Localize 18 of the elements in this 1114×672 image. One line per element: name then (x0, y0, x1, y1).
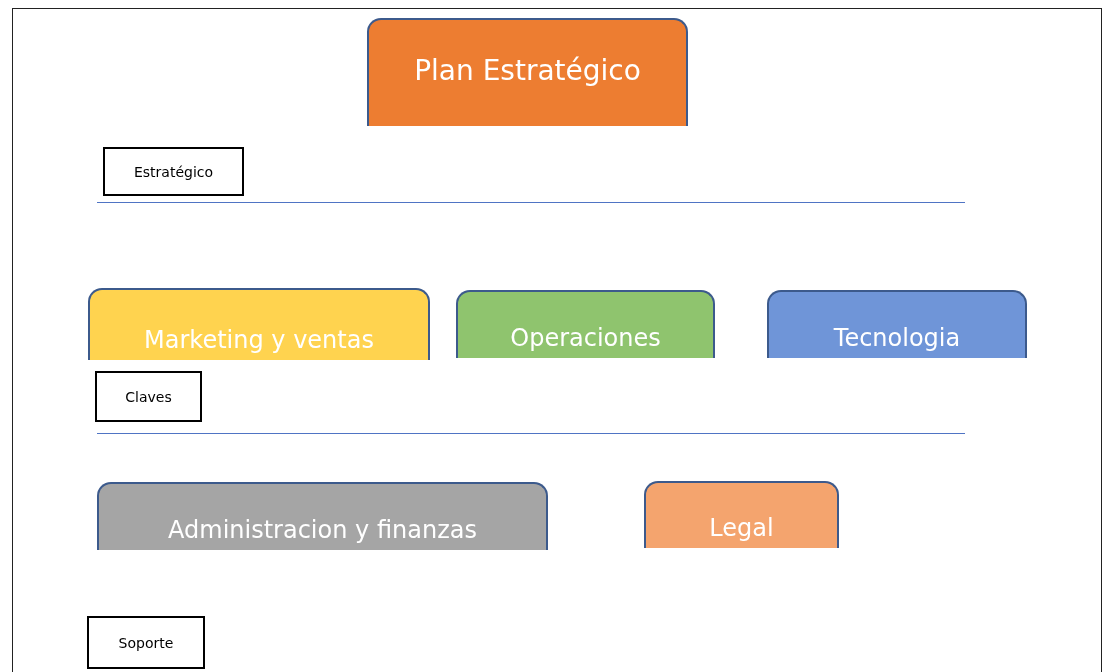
node-label: Administracion y finanzas (168, 516, 477, 544)
process-box (644, 481, 839, 548)
level-tag (95, 371, 202, 422)
process-box (456, 290, 715, 358)
node-label: Estratégico (133, 163, 214, 180)
process-box (88, 288, 430, 360)
node-label: Legal (709, 514, 774, 542)
process-box (767, 290, 1027, 358)
level-tag (103, 147, 244, 196)
process-box (97, 482, 548, 550)
process-box (367, 18, 688, 126)
node-label: Operaciones (510, 324, 661, 352)
node-label: Plan Estratégico (414, 53, 641, 87)
node-label: Marketing y ventas (144, 326, 374, 354)
node-label: Tecnologia (833, 324, 961, 352)
node-label: Claves (125, 388, 172, 405)
level-tag (87, 616, 205, 669)
node-label: Soporte (118, 634, 174, 651)
